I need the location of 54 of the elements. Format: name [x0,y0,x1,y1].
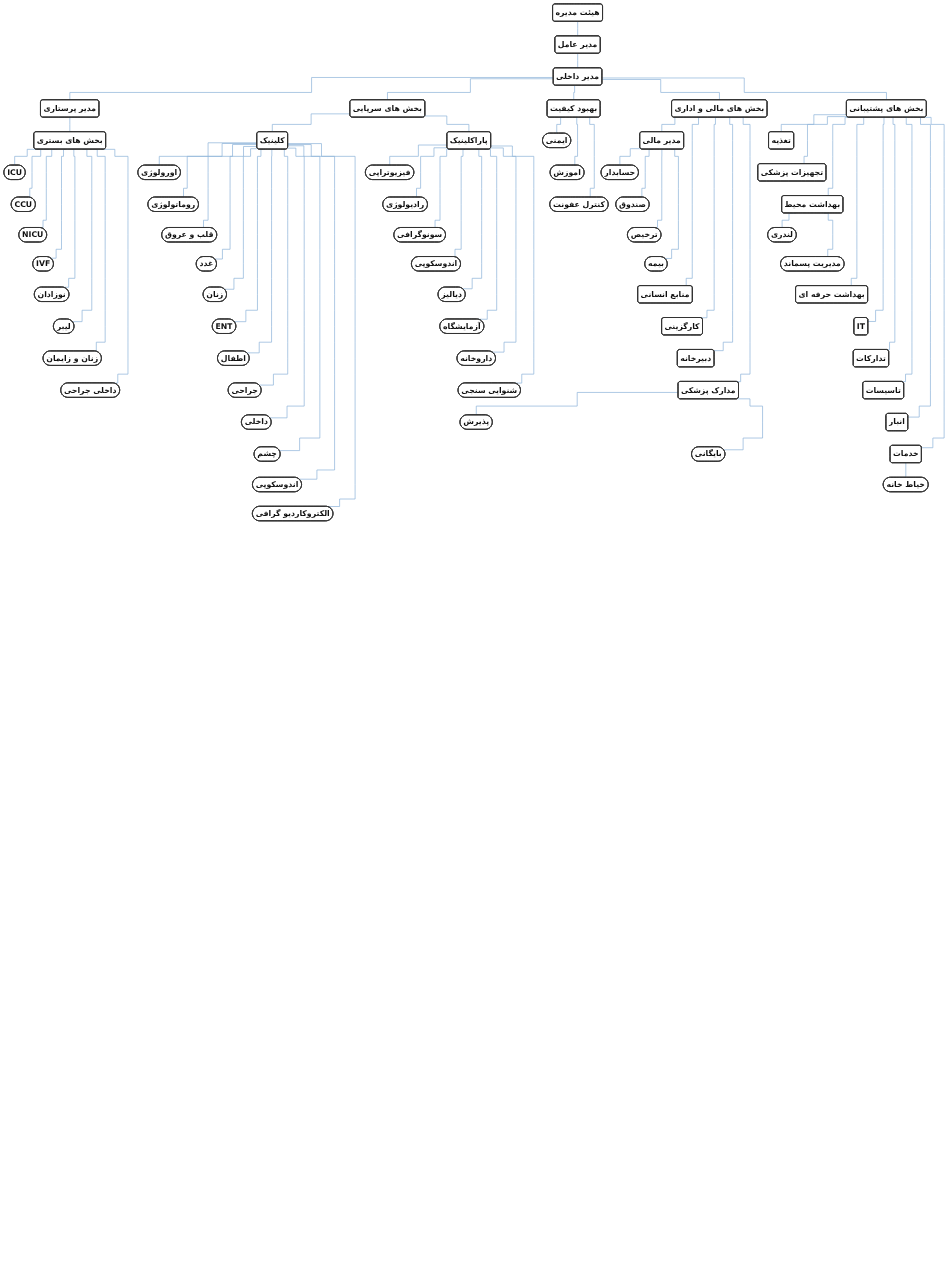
connector [50,148,66,259]
connector [287,143,356,507]
connector [699,117,718,319]
connector [39,148,58,229]
connector [490,147,517,353]
connector [577,21,579,37]
connector [69,117,71,133]
connector [619,148,642,166]
connector [72,148,93,322]
connector [477,148,498,320]
connector [233,148,265,323]
connector [917,117,945,449]
connector [490,145,535,384]
connector [800,116,848,165]
connector [69,77,554,101]
connector [905,462,907,478]
connector [571,117,578,166]
connector [867,117,886,322]
connector [898,117,913,382]
connector [448,148,466,258]
connector [601,79,720,101]
connector [271,113,351,133]
connector [577,53,579,69]
connector [101,148,129,384]
connector [638,148,654,198]
connector [158,142,258,166]
connector [279,145,321,451]
connector [652,148,663,229]
connector [287,144,335,480]
connector [412,147,448,198]
connector [822,212,834,258]
connector [723,398,763,451]
connector [462,148,483,290]
connector [224,148,259,290]
connector [179,143,258,198]
connector [907,117,931,418]
connector [269,147,305,419]
connector [584,117,595,198]
connector [780,114,847,133]
connector [389,144,448,166]
connector [246,148,273,354]
connector [475,392,679,416]
connector [429,148,454,229]
connector [424,115,470,133]
connector [198,144,258,229]
connector [258,148,289,386]
connector [664,148,679,259]
connector [62,148,76,288]
connector [601,77,887,101]
connector [883,117,896,351]
connector [573,85,576,101]
connector [387,78,554,101]
connector [214,146,258,260]
connector [713,117,733,352]
